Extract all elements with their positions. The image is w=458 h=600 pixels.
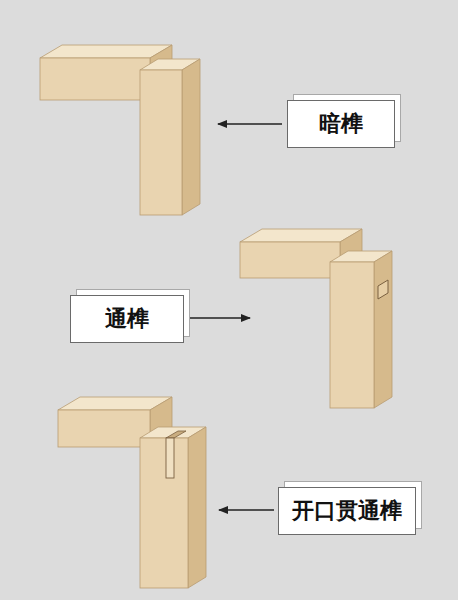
wood-post [140,59,200,215]
leader-arrows [188,124,282,510]
label-box: 开口贯通榫 [278,487,416,535]
joint-name: 开口贯通榫 [292,498,402,524]
leader-arrow [218,123,282,124]
joint-name: 通榫 [105,306,149,332]
open-slot [166,438,174,478]
tenon-end [378,280,388,299]
wood-post [140,427,206,588]
leader-arrow [188,317,250,318]
leader-arrow [219,509,274,510]
wood-post [330,251,392,408]
label-box: 通榫 [70,295,184,343]
label-box: 暗榫 [287,100,395,148]
open-slot [166,431,186,438]
joint-name: 暗榫 [319,111,363,137]
